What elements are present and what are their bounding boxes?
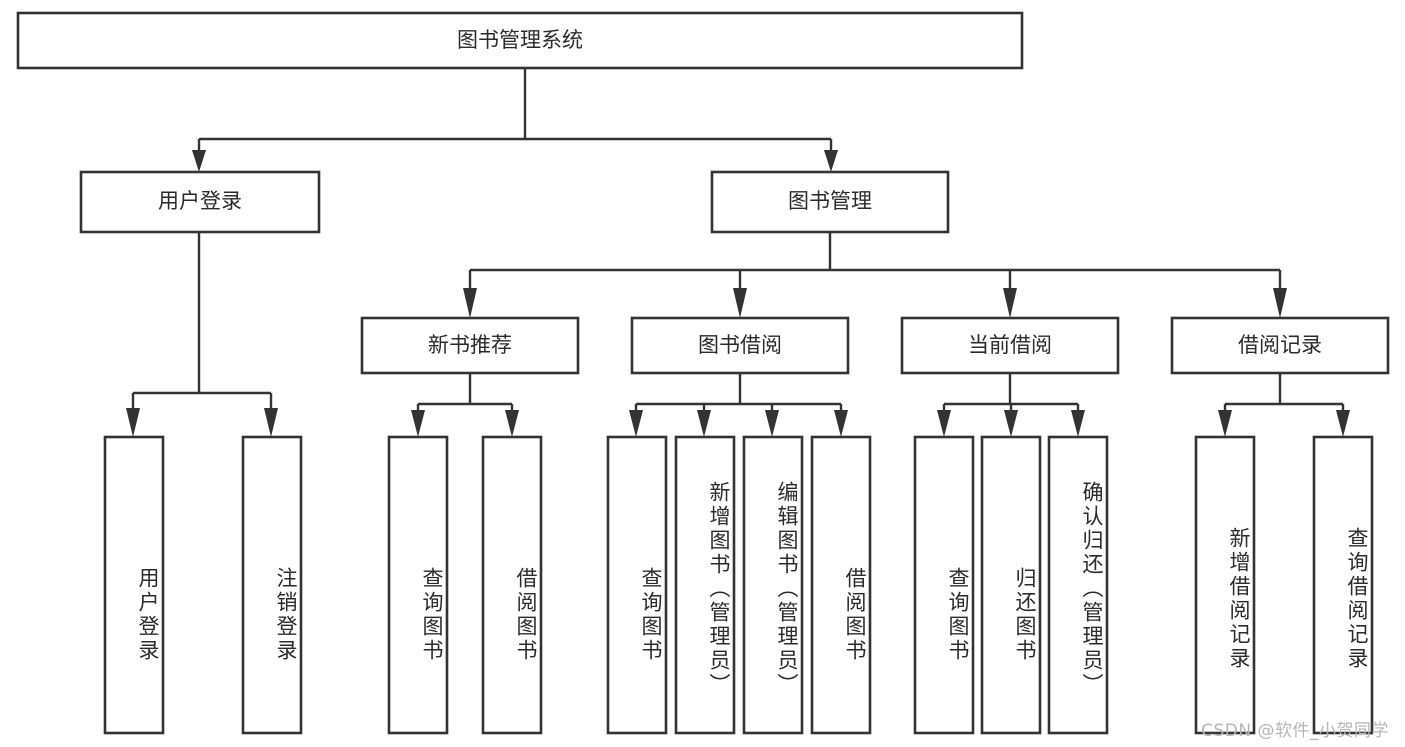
arrow-to-borrow-record bbox=[1273, 288, 1287, 318]
connector-root-bus bbox=[197, 68, 833, 158]
arrow-to-leaf-logout bbox=[264, 408, 278, 437]
node-root-box[interactable] bbox=[16, 11, 1024, 70]
arrow-to-leaf-borrow-book-2 bbox=[834, 410, 848, 437]
connector-book-borrow-bus bbox=[634, 373, 843, 414]
arrow-to-leaf-return-book bbox=[1004, 410, 1018, 437]
node-leaf-query-book-1-box[interactable] bbox=[387, 435, 449, 735]
arrow-to-leaf-add-record bbox=[1218, 410, 1232, 437]
node-new-book-recommend-box[interactable] bbox=[360, 316, 580, 375]
watermark-text: CSDN @软件_小贺同学 bbox=[1201, 721, 1389, 741]
node-leaf-query-record-box[interactable] bbox=[1312, 435, 1374, 735]
arrow-to-book-borrow bbox=[733, 288, 747, 318]
node-book-manage-box[interactable] bbox=[710, 170, 950, 234]
arrow-to-leaf-query-record bbox=[1336, 410, 1350, 437]
arrow-to-book-manage bbox=[824, 150, 838, 172]
node-leaf-query-book-2-box[interactable] bbox=[606, 435, 668, 735]
arrow-to-leaf-query-book-3 bbox=[937, 410, 951, 437]
connector-new-book-recommend-bus bbox=[416, 373, 514, 414]
node-leaf-add-book-box[interactable] bbox=[674, 435, 736, 735]
node-user-login-box[interactable] bbox=[79, 170, 321, 234]
node-leaf-borrow-book-1-box[interactable] bbox=[481, 435, 543, 735]
arrow-to-leaf-edit-book bbox=[765, 410, 779, 437]
node-leaf-add-record-box[interactable] bbox=[1194, 435, 1256, 735]
node-borrow-record-box[interactable] bbox=[1170, 316, 1390, 375]
arrow-to-leaf-add-book bbox=[697, 410, 711, 437]
node-leaf-borrow-book-2-box[interactable] bbox=[810, 435, 872, 735]
arrow-to-current-borrow bbox=[1003, 288, 1017, 318]
arrow-to-user-login bbox=[192, 150, 206, 172]
connector-user-login-bus bbox=[131, 232, 273, 412]
connector-book-manage-bus bbox=[468, 232, 1282, 290]
connector-borrow-record-bus bbox=[1223, 373, 1345, 414]
arrow-to-leaf-query-book-1 bbox=[411, 410, 425, 437]
node-leaf-edit-book-box[interactable] bbox=[742, 435, 804, 735]
node-leaf-query-book-3-box[interactable] bbox=[913, 435, 975, 735]
arrow-to-leaf-user-login bbox=[126, 408, 140, 437]
node-current-borrow-box[interactable] bbox=[900, 316, 1120, 375]
arrow-to-leaf-confirm-return bbox=[1071, 410, 1085, 437]
node-book-borrow-box[interactable] bbox=[630, 316, 850, 375]
node-leaf-logout-box[interactable] bbox=[241, 435, 303, 735]
node-leaf-return-book-box[interactable] bbox=[980, 435, 1042, 735]
connector-current-borrow-bus bbox=[942, 373, 1080, 414]
arrow-to-leaf-borrow-book-1 bbox=[505, 410, 519, 437]
arrow-to-new-book-recommend bbox=[463, 288, 477, 318]
node-leaf-user-login-box[interactable] bbox=[103, 435, 165, 735]
arrow-to-leaf-query-book-2 bbox=[629, 410, 643, 437]
node-leaf-confirm-return-box[interactable] bbox=[1047, 435, 1109, 735]
